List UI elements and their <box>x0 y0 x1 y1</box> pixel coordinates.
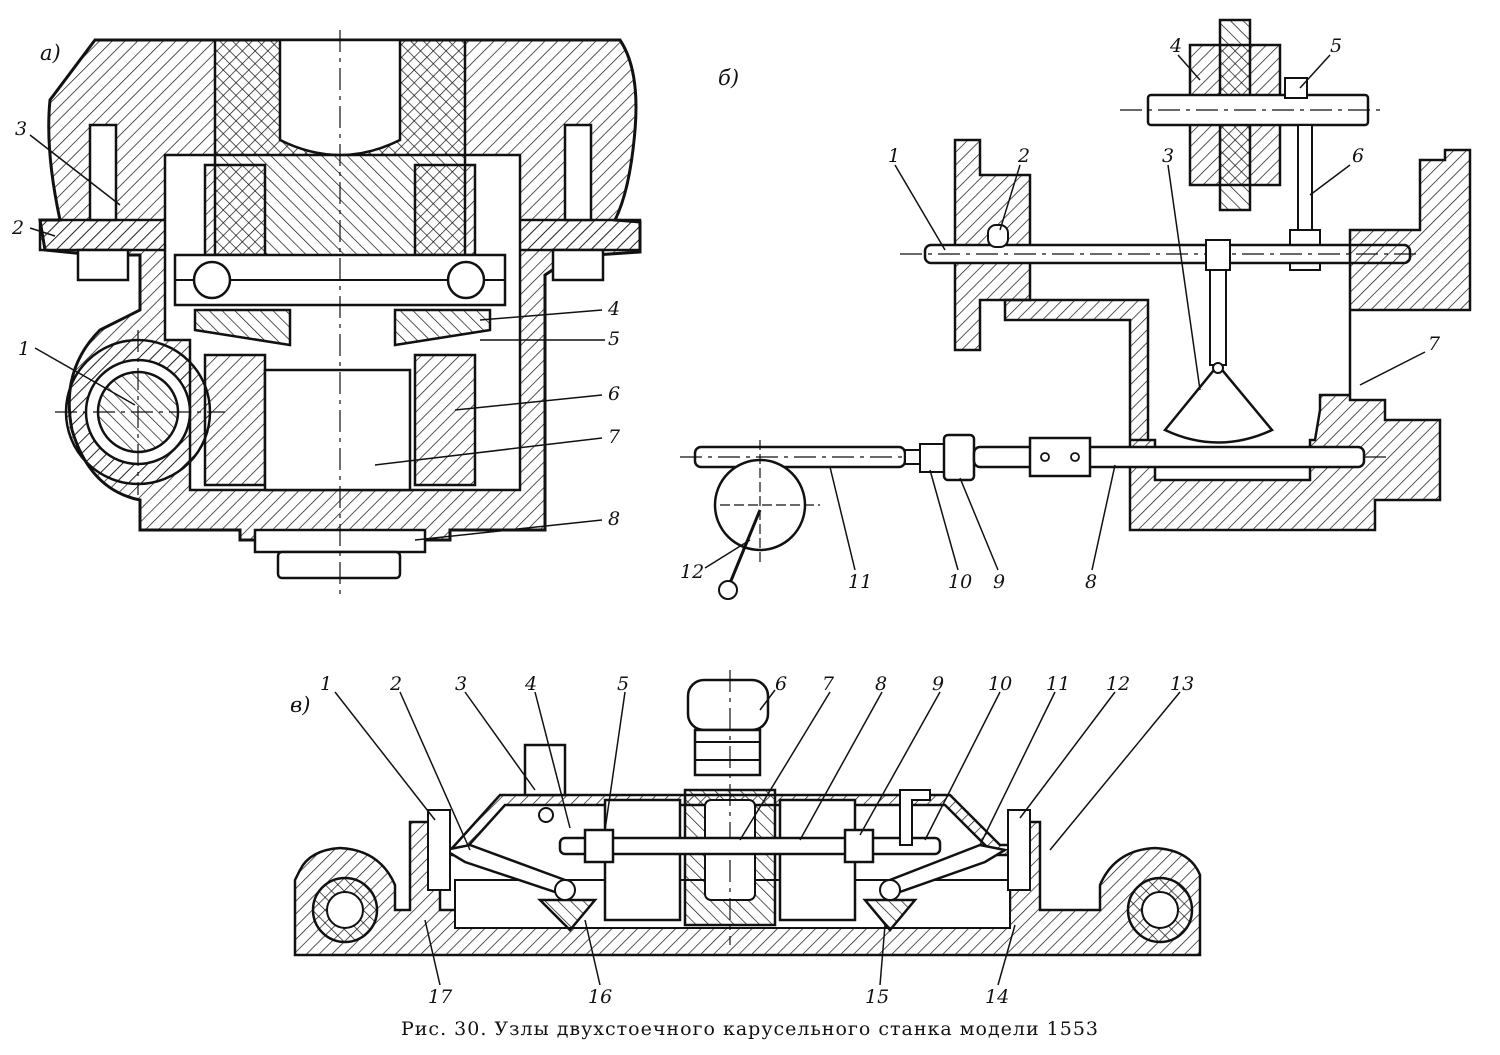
label-a-2: 2 <box>11 217 24 239</box>
bracket-10 <box>899 789 931 846</box>
label-v-12: 12 <box>1106 673 1130 695</box>
label-a-7: 7 <box>608 426 621 448</box>
section-b-drawing: б) <box>680 18 1472 600</box>
label-v-15: 15 <box>865 986 889 1008</box>
fork-5 <box>583 828 615 864</box>
label-b-5: 5 <box>1330 35 1342 57</box>
label-v-11: 11 <box>1046 673 1070 695</box>
label-v-6: 6 <box>775 673 787 695</box>
left-lower-block <box>203 353 267 487</box>
label-b-11: 11 <box>848 571 872 593</box>
handle-lever <box>726 509 762 589</box>
section-a-title: а) <box>40 41 61 65</box>
label-v-16: 16 <box>588 986 612 1008</box>
sector-segment <box>1163 363 1275 444</box>
shift-collar <box>1284 77 1308 99</box>
label-b-4: 4 <box>1169 35 1182 57</box>
label-b-7: 7 <box>1428 333 1441 355</box>
handle-knob <box>718 580 738 600</box>
bolt-right <box>563 123 593 222</box>
bolt-left-head <box>76 248 130 282</box>
label-v-13: 13 <box>1170 673 1194 695</box>
motor-body <box>693 728 762 777</box>
label-v-1: 1 <box>320 673 332 695</box>
bearing-ball-left <box>192 260 232 300</box>
label-v-14: 14 <box>985 986 1009 1008</box>
bolt-left <box>88 123 118 222</box>
section-v-drawing: в) <box>290 670 1202 1008</box>
fork-rod <box>1297 124 1313 231</box>
right-lower-block <box>413 353 477 487</box>
detent-pin <box>987 224 1009 248</box>
label-a-4: 4 <box>607 298 620 320</box>
label-a-3: 3 <box>15 118 27 140</box>
left-upper-block <box>203 163 267 257</box>
sleeve <box>263 368 412 492</box>
lever-arm <box>1209 269 1227 366</box>
label-b-3: 3 <box>1162 145 1174 167</box>
right-upper-block <box>413 163 477 257</box>
label-b-2: 2 <box>1017 145 1030 167</box>
nut-9 <box>942 433 976 482</box>
label-a-1: 1 <box>18 338 30 360</box>
box-right <box>778 798 857 922</box>
label-b-9: 9 <box>993 571 1005 593</box>
stud-12 <box>1007 809 1031 891</box>
label-v-2: 2 <box>389 673 402 695</box>
label-a-6: 6 <box>608 383 620 405</box>
box-left <box>603 798 682 922</box>
label-b-8: 8 <box>1085 571 1097 593</box>
cross-rod <box>558 836 942 856</box>
gearbox-housing <box>1003 148 1472 532</box>
label-b-10: 10 <box>948 571 972 593</box>
fork-9 <box>843 828 875 864</box>
rod-clamp <box>1028 436 1092 478</box>
label-b-6: 6 <box>1352 145 1364 167</box>
section-a-drawing: а) <box>11 30 642 600</box>
motor <box>686 678 770 732</box>
label-a-5: 5 <box>608 328 620 350</box>
label-v-17: 17 <box>428 986 453 1008</box>
bearing-ball-right <box>446 260 486 300</box>
label-v-9: 9 <box>932 673 944 695</box>
label-b-12: 12 <box>680 561 704 583</box>
figure-caption: Рис. 30. Узлы двухстоечного карусельного… <box>400 1018 1100 1040</box>
label-v-5: 5 <box>617 673 629 695</box>
label-v-3: 3 <box>455 673 467 695</box>
gear-shaft <box>1146 93 1370 127</box>
wedge-left <box>193 308 292 347</box>
label-v-4: 4 <box>524 673 537 695</box>
label-v-7: 7 <box>822 673 835 695</box>
section-v-title: в) <box>290 693 310 717</box>
label-v-8: 8 <box>875 673 887 695</box>
stud-1 <box>427 809 451 891</box>
coupling-10 <box>919 443 945 473</box>
bolt-right-head <box>551 248 605 282</box>
label-a-8: 8 <box>608 508 620 530</box>
wedge-right <box>393 308 492 347</box>
label-v-10: 10 <box>988 673 1012 695</box>
switch-box <box>523 743 567 797</box>
label-b-1: 1 <box>888 145 900 167</box>
spindle-end <box>276 550 402 580</box>
section-b-title: б) <box>718 66 739 90</box>
